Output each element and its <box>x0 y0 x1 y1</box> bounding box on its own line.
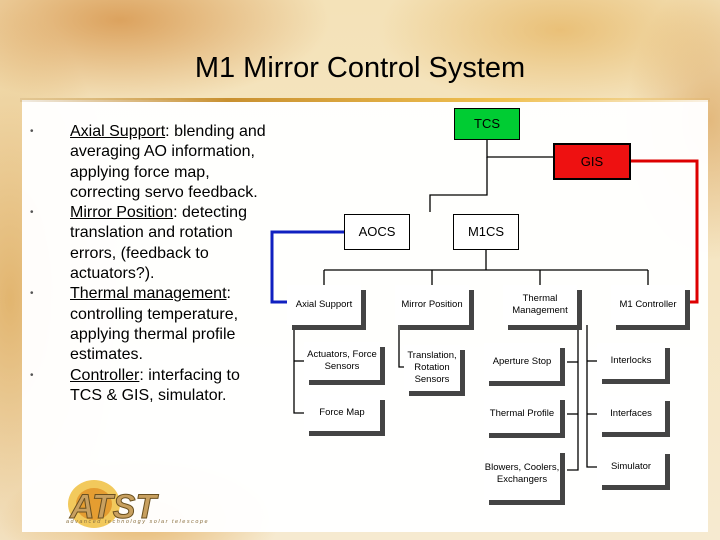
simulator-box[interactable]: Simulator <box>597 449 665 485</box>
m1cs-box[interactable]: M1CS <box>453 214 519 250</box>
bullet-dot-icon: • <box>30 126 34 137</box>
logo-tagline: advanced technology solar telescope <box>66 519 210 525</box>
atst-logo: ATST <box>68 480 160 528</box>
bullet-controller: • Controller: interfacing to TCS & GIS, s… <box>28 366 273 407</box>
m1-controller-box[interactable]: M1 Controller <box>611 285 685 325</box>
bullet-text: : controlling temperature, applying ther… <box>70 285 239 364</box>
mirror-tree <box>398 325 405 368</box>
blowers-box[interactable]: Blowers, Coolers, Exchangers <box>484 448 560 500</box>
bullet-dot-icon: • <box>30 369 34 381</box>
gis-to-controller-link <box>630 159 699 304</box>
title-rule <box>20 98 710 102</box>
bullet-link[interactable]: Mirror Position <box>70 204 174 222</box>
force-map-box[interactable]: Force Map <box>304 395 380 431</box>
axial-tree <box>293 325 304 414</box>
thermal-management-box[interactable]: Thermal Management <box>503 285 577 325</box>
bullet-link[interactable]: Axial Support <box>70 123 166 140</box>
controller-tree <box>586 325 597 468</box>
thermal-profile-box[interactable]: Thermal Profile <box>484 395 560 433</box>
bullet-text: : detecting translation and rotation err… <box>70 204 247 283</box>
bullet-thermal-management: • Thermal management: controlling tempera… <box>28 284 273 365</box>
actuators-box[interactable]: Actuators, Force Sensors <box>304 342 380 380</box>
bullet-dot-icon: • <box>30 207 34 219</box>
logo-text: ATST <box>69 488 159 526</box>
aperture-stop-box[interactable]: Aperture Stop <box>484 343 560 381</box>
translation-sensors-box[interactable]: Translation, Rotation Sensors <box>404 345 460 391</box>
bullet-text: : interfacing to TCS & GIS, simulator. <box>70 366 240 404</box>
bullet-list: • Axial Support: blending and averaging A… <box>28 122 273 406</box>
thermal-tree <box>567 325 579 471</box>
mirror-position-box[interactable]: Mirror Position <box>395 285 469 325</box>
axial-support-box[interactable]: Axial Support <box>287 285 361 325</box>
interfaces-box[interactable]: Interfaces <box>597 396 665 432</box>
interlocks-box[interactable]: Interlocks <box>597 343 665 379</box>
gis-box[interactable]: GIS <box>553 143 631 180</box>
bullet-axial-support: • Axial Support: blending and averaging A… <box>28 122 273 203</box>
bullet-dot-icon: • <box>30 288 34 300</box>
aocs-box[interactable]: AOCS <box>344 214 410 250</box>
tcs-to-m1cs-line <box>429 157 488 212</box>
bullet-mirror-position: • Mirror Position: detecting translation … <box>28 203 273 284</box>
bullet-link[interactable]: Controller <box>70 366 140 384</box>
aocs-to-axial-link <box>270 230 344 304</box>
bullet-link[interactable]: Thermal management <box>70 285 227 303</box>
bullet-text: : blending and averaging AO information,… <box>70 123 266 201</box>
slide-title: M1 Mirror Control System <box>194 52 526 84</box>
tcs-box[interactable]: TCS <box>454 108 520 140</box>
tcs-to-gis-line <box>486 140 553 158</box>
